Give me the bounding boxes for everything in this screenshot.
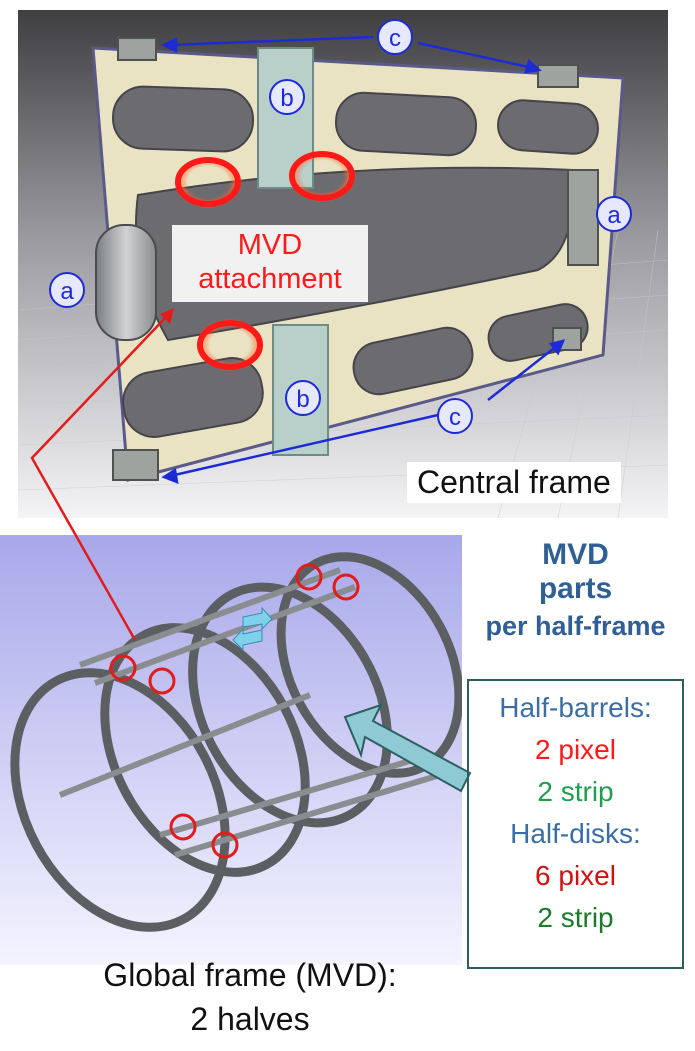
svg-text:c: c xyxy=(389,25,401,52)
label-a-left: a xyxy=(49,272,85,308)
label-c-bottom: c xyxy=(437,398,473,434)
mvd-attachment-line1: MVD xyxy=(237,229,303,261)
parts-title-line2: parts xyxy=(538,572,613,605)
svg-text:b: b xyxy=(280,85,293,112)
half-barrels-pixel: 2 pixel xyxy=(535,734,616,765)
label-a-right: a xyxy=(596,196,632,232)
svg-text:a: a xyxy=(607,202,621,229)
half-disks-pixel: 6 pixel xyxy=(535,860,616,891)
svg-text:b: b xyxy=(296,386,309,413)
global-frame-line2: 2 halves xyxy=(190,1001,310,1037)
frame-brackets xyxy=(112,37,599,481)
teal-arrow xyxy=(343,703,472,793)
mvd-attachment-label: MVD attachment xyxy=(172,225,368,302)
left-cylinder-mount xyxy=(95,224,157,341)
c-arrows xyxy=(161,35,566,484)
parts-box: Half-barrels: 2 pixel 2 strip Half-disks… xyxy=(467,679,684,969)
half-disks-header: Half-disks: xyxy=(510,818,641,849)
svg-text:a: a xyxy=(60,278,74,305)
parts-title-line1: MVD xyxy=(542,538,609,571)
global-frame-render xyxy=(0,535,462,965)
split-arrows-icon xyxy=(232,606,273,652)
mvd-attachment-line2: attachment xyxy=(198,263,342,295)
attachment-highlights xyxy=(174,150,356,371)
cage-bars xyxy=(58,567,441,858)
half-barrels-header: Half-barrels: xyxy=(499,692,652,723)
global-frame-line1: Global frame (MVD): xyxy=(103,957,397,993)
half-disks-strip: 2 strip xyxy=(537,902,614,933)
half-barrels-strip: 2 strip xyxy=(537,776,614,807)
label-b-bottom: b xyxy=(285,380,321,416)
parts-title: MVD parts per half-frame xyxy=(458,538,693,646)
parts-title-line3: per half-frame xyxy=(485,611,666,641)
central-frame-caption: Central frame xyxy=(407,462,621,503)
global-frame-caption: Global frame (MVD): 2 halves xyxy=(60,953,440,1041)
svg-text:c: c xyxy=(449,404,461,431)
label-c-top: c xyxy=(377,19,413,55)
label-b-top: b xyxy=(269,79,305,115)
mvd-attachment-points xyxy=(109,563,360,859)
